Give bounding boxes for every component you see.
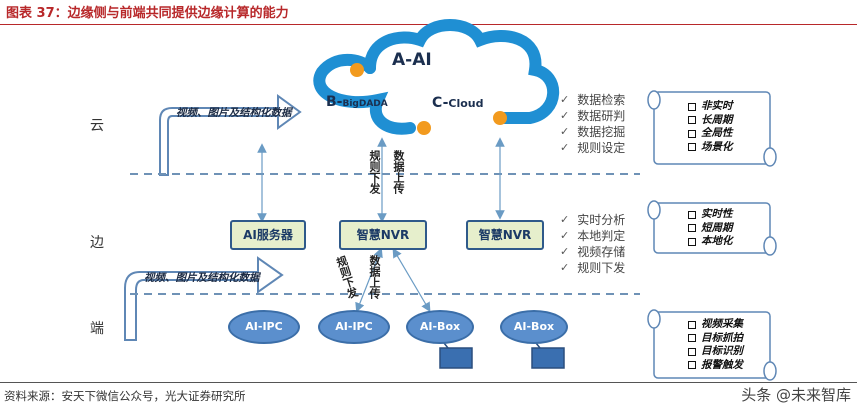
cloud-c-label: C-Cloud bbox=[432, 95, 484, 111]
list-item-label: 规则下发 bbox=[577, 261, 626, 275]
end-node-ipc-2: AI-IPC bbox=[318, 310, 390, 344]
check-icon: ✓ bbox=[560, 229, 570, 242]
list-item-label: 规则设定 bbox=[577, 141, 626, 155]
list-item: 非实时 bbox=[688, 100, 733, 114]
cloud-c-suffix: Cloud bbox=[448, 97, 484, 110]
list-item: 长周期 bbox=[688, 114, 733, 128]
end-trait-list: 视频采集 目标抓拍 目标识别 报警触发 bbox=[688, 318, 743, 372]
list-item: ✓ 视频存储 bbox=[560, 244, 625, 260]
cloud-b-suffix: BigDADA bbox=[342, 99, 388, 109]
list-item-label: 目标识别 bbox=[701, 345, 743, 357]
list-item-label: 长周期 bbox=[701, 113, 733, 126]
cloud-b-prefix: B- bbox=[326, 94, 343, 110]
list-item-label: 视频采集 bbox=[701, 318, 743, 330]
cloud-c-prefix: C- bbox=[432, 95, 449, 111]
checkbox-icon bbox=[688, 320, 696, 329]
list-item-label: 报警触发 bbox=[701, 358, 743, 371]
checkbox-icon bbox=[688, 237, 696, 246]
watermark: 头条 @未来智库 bbox=[741, 386, 851, 404]
footer-rule bbox=[0, 382, 857, 383]
data-up-top: 数据上传 bbox=[392, 150, 405, 194]
data-up-mid: 数据上传 bbox=[368, 255, 381, 299]
scroll-end bbox=[647, 309, 777, 381]
flow-arrow-top bbox=[159, 94, 302, 176]
list-item-label: 实时性 bbox=[701, 208, 733, 220]
list-item-label: 本地化 bbox=[701, 235, 733, 247]
list-item: ✓ 数据挖掘 bbox=[560, 124, 625, 140]
edge-node-nvr-2: 智慧NVR bbox=[466, 220, 544, 250]
list-item: 全局性 bbox=[688, 127, 733, 141]
end-node-ipc-1: AI-IPC bbox=[228, 310, 300, 344]
checkbox-icon bbox=[688, 210, 696, 219]
checkbox-icon bbox=[688, 143, 696, 152]
tier-label-cloud: 云 bbox=[90, 118, 104, 134]
list-item: 视频采集 bbox=[688, 318, 743, 332]
flow-label-top: 视频、图片及结构化数据 bbox=[176, 107, 292, 119]
list-item: 报警触发 bbox=[688, 359, 743, 373]
list-item-label: 非实时 bbox=[701, 100, 733, 112]
cloud-trait-list: 非实时 长周期 全局性 场景化 bbox=[688, 100, 733, 154]
list-item: 场景化 bbox=[688, 141, 733, 155]
check-icon: ✓ bbox=[560, 141, 570, 154]
list-item: 短周期 bbox=[688, 222, 733, 236]
list-item: ✓ 数据检索 bbox=[560, 92, 625, 108]
list-item: 目标识别 bbox=[688, 345, 743, 359]
list-item-label: 全局性 bbox=[701, 127, 733, 139]
flow-arrow-bottom bbox=[124, 256, 284, 341]
cloud-main-label: A-AI bbox=[392, 50, 432, 70]
check-icon: ✓ bbox=[560, 109, 570, 122]
list-item: ✓ 规则设定 bbox=[560, 140, 625, 156]
check-icon: ✓ bbox=[560, 261, 570, 274]
cloud-function-list: ✓ 数据检索 ✓ 数据研判 ✓ 数据挖掘 ✓ 规则设定 bbox=[560, 92, 625, 156]
monitor-icon-2 bbox=[531, 337, 565, 369]
rules-down-top: 规则下发 bbox=[368, 150, 381, 194]
checkbox-icon bbox=[688, 334, 696, 343]
list-item-label: 数据挖掘 bbox=[577, 125, 626, 139]
check-icon: ✓ bbox=[560, 245, 570, 258]
list-item: 本地化 bbox=[688, 235, 733, 249]
list-item: ✓ 实时分析 bbox=[560, 212, 625, 228]
tier-label-end: 端 bbox=[90, 321, 104, 337]
list-item: 目标抓拍 bbox=[688, 332, 743, 346]
list-item-label: 本地判定 bbox=[577, 229, 626, 243]
list-item: 实时性 bbox=[688, 208, 733, 222]
list-item-label: 短周期 bbox=[701, 221, 733, 234]
checkbox-icon bbox=[688, 361, 696, 370]
end-node-box-2: AI-Box bbox=[500, 310, 568, 344]
tier-label-edge: 边 bbox=[90, 235, 104, 251]
cloud-shape bbox=[313, 19, 560, 135]
check-icon: ✓ bbox=[560, 213, 570, 226]
scroll-edge bbox=[647, 200, 777, 256]
list-item: ✓ 规则下发 bbox=[560, 260, 625, 276]
flow-label-bottom: 视频、图片及结构化数据 bbox=[144, 272, 260, 284]
edge-node-ai-server: AI服务器 bbox=[230, 220, 306, 250]
list-item-label: 场景化 bbox=[701, 140, 733, 153]
end-node-box-1: AI-Box bbox=[406, 310, 474, 344]
edge-node-nvr-1: 智慧NVR bbox=[339, 220, 427, 250]
list-item: ✓ 数据研判 bbox=[560, 108, 625, 124]
edge-trait-list: 实时性 短周期 本地化 bbox=[688, 208, 733, 249]
checkbox-icon bbox=[688, 116, 696, 125]
check-icon: ✓ bbox=[560, 93, 570, 106]
list-item-label: 实时分析 bbox=[577, 213, 626, 227]
checkbox-icon bbox=[688, 102, 696, 111]
list-item-label: 数据研判 bbox=[577, 109, 626, 123]
checkbox-icon bbox=[688, 224, 696, 233]
source-note: 资料来源：安天下微信公众号，光大证券研究所 bbox=[4, 389, 246, 403]
list-item-label: 数据检索 bbox=[577, 93, 626, 107]
scroll-cloud bbox=[647, 90, 777, 167]
list-item-label: 视频存储 bbox=[577, 245, 626, 259]
checkbox-icon bbox=[688, 347, 696, 356]
list-item: ✓ 本地判定 bbox=[560, 228, 625, 244]
list-item-label: 目标抓拍 bbox=[701, 331, 743, 344]
edge-function-list: ✓ 实时分析 ✓ 本地判定 ✓ 视频存储 ✓ 规则下发 bbox=[560, 212, 625, 276]
cloud-b-label: B-BigDADA bbox=[326, 94, 388, 110]
checkbox-icon bbox=[688, 129, 696, 138]
figure-title: 图表 37：边缘侧与前端共同提供边缘计算的能力 bbox=[6, 6, 289, 21]
check-icon: ✓ bbox=[560, 125, 570, 138]
